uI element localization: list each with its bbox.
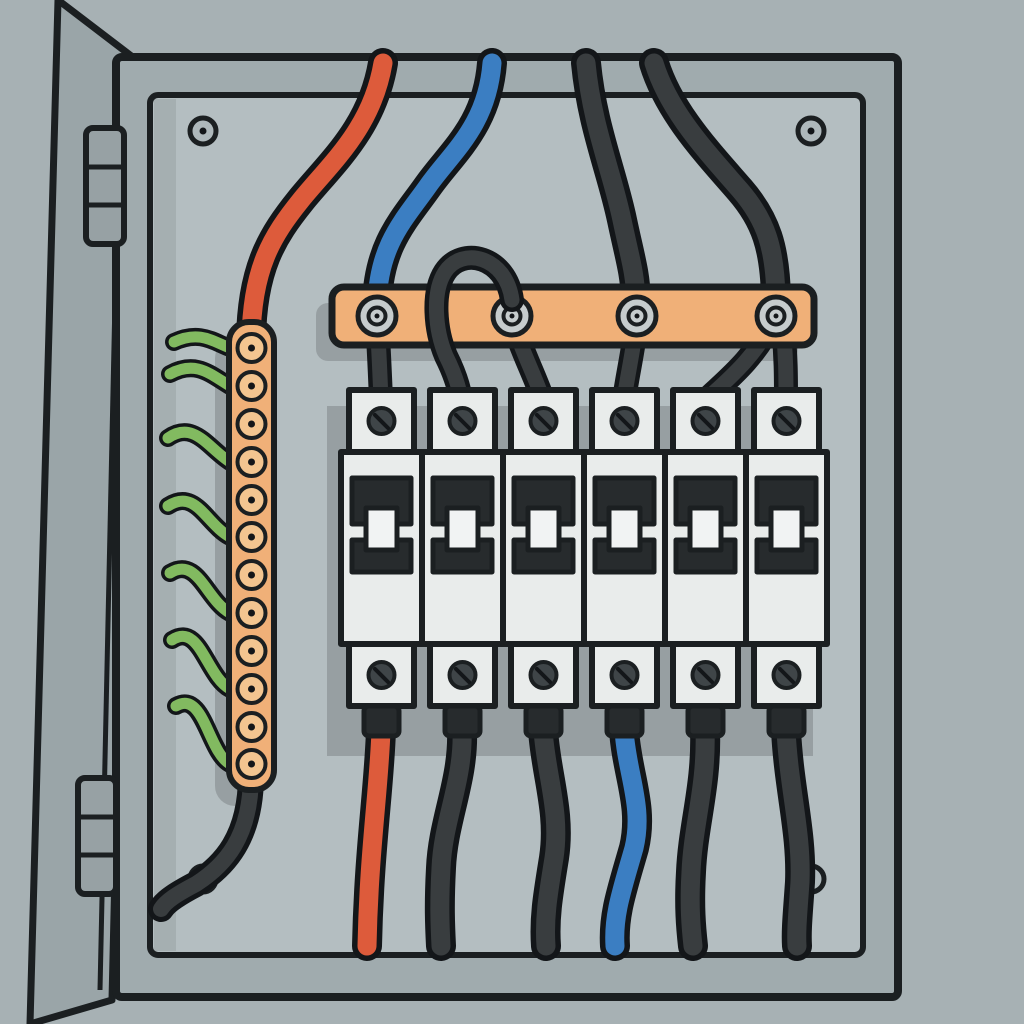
hinge-top — [83, 125, 127, 247]
terminal-strip — [226, 319, 277, 793]
breaker-1 — [341, 390, 422, 736]
corner-screw-top-left — [190, 118, 216, 144]
hinge-plate — [83, 125, 127, 247]
door-shadow — [154, 99, 176, 951]
strip-screw — [235, 748, 268, 780]
busbar-terminal-3 — [618, 297, 656, 335]
busbar-terminal-4 — [757, 297, 795, 335]
strip-screw — [235, 635, 268, 667]
corner-screw-top-right — [798, 118, 824, 144]
busbar — [328, 283, 818, 349]
breaker-5 — [665, 390, 746, 736]
breaker-4 — [584, 390, 665, 736]
strip-screw — [235, 521, 268, 553]
panel-door — [26, 0, 138, 1024]
breaker-2 — [422, 390, 503, 736]
hinge-plate — [75, 775, 119, 897]
strip-screw — [235, 370, 268, 402]
hinge-bottom — [75, 775, 119, 897]
breaker-6 — [746, 390, 827, 736]
strip-screw — [235, 711, 268, 743]
strip-screw — [235, 446, 268, 478]
strip-screw — [235, 332, 268, 364]
breaker-3 — [503, 390, 584, 736]
strip-screw — [235, 673, 268, 705]
busbar-terminal-1 — [358, 297, 396, 335]
strip-screw — [235, 559, 268, 591]
strip-screw — [235, 408, 268, 440]
strip-screw — [235, 597, 268, 629]
strip-screw — [235, 484, 268, 516]
